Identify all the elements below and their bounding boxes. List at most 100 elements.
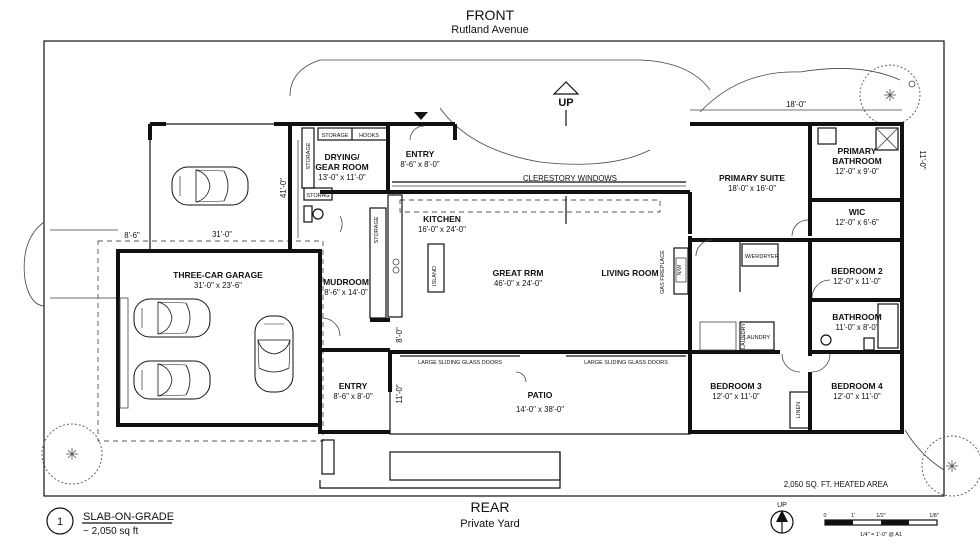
bedroom2-dims: 12'-0" x 11'-0" — [833, 277, 881, 286]
right-walk — [904, 429, 945, 471]
primary-suite-name: PRIMARY SUITE — [719, 173, 785, 183]
side-path-dim: 8'-6" — [124, 231, 140, 240]
laundry-v-label: LAUNDRY — [741, 323, 747, 350]
primary-suite-dims: 18'-0" x 16'-0" — [728, 184, 776, 193]
drying-room-dims: 13'-0" x 11'-0" — [318, 173, 366, 182]
car-icon-garage-3 — [254, 315, 294, 393]
slide-left-label: LARGE SLIDING GLASS DOORS — [418, 360, 502, 366]
left-walk-2 — [50, 229, 118, 299]
stove-icon-2 — [392, 266, 400, 274]
scale-tick-1: 1' — [851, 513, 855, 519]
shrub — [908, 80, 916, 88]
main-volume-walls — [320, 190, 692, 234]
primary-bath-dims: 12'-0" x 9'-0" — [835, 167, 879, 176]
carport-width-dim: 31'-0" — [212, 230, 232, 239]
wic-dims: 12'-0" x 6'-6" — [835, 218, 879, 227]
bed3-door-swing — [781, 353, 801, 373]
laundry-swing — [695, 239, 713, 257]
sink-icon — [312, 208, 324, 220]
car-icon-garage-2 — [133, 360, 211, 400]
street-label: Rutland Avenue — [451, 24, 528, 36]
storage-v-label: STORAGE — [306, 142, 312, 169]
living-room-name: LIVING ROOM — [601, 268, 658, 278]
entry-rear-name: ENTRY — [339, 381, 368, 391]
linen-closet — [789, 391, 811, 429]
yard-label: Private Yard — [460, 518, 520, 530]
bedroom3-name: BEDROOM 3 — [710, 381, 762, 391]
car-icon-garage-1 — [133, 298, 211, 338]
linen-label: LINEN — [796, 402, 802, 418]
entry-front-name: ENTRY — [406, 149, 435, 159]
bathroom-dims: 11'-0" x 8'-0" — [835, 323, 878, 332]
tv-label: N/W — [677, 264, 683, 276]
entry-marker — [414, 112, 428, 120]
right-lawn-curve — [699, 68, 901, 113]
drying-room-name2: GEAR ROOM — [315, 162, 368, 172]
suite-right-dim: 11'-0" — [918, 150, 927, 170]
patio-arc — [515, 371, 527, 383]
storage-shelf — [317, 127, 389, 141]
wc-bath — [863, 337, 875, 351]
carport-depth-dim: 41'-0" — [279, 178, 288, 198]
area-label: ~ 2,050 sq ft — [83, 526, 139, 537]
patio-step — [389, 451, 561, 481]
primary-bath-name2: BATHROOM — [832, 156, 881, 166]
sheet-tag-circle — [46, 507, 74, 535]
great-room-name: GREAT RRM — [493, 268, 544, 278]
property-line — [43, 40, 945, 497]
north-arrow-icon — [776, 510, 788, 522]
storage-k-label: STORAGE — [374, 216, 380, 243]
vanity-primary — [817, 127, 837, 145]
garage-slab-dashed — [97, 240, 324, 442]
washer-label: W/ER — [745, 254, 759, 260]
tree-topright — [859, 64, 921, 126]
bed2-door-swing — [811, 279, 831, 299]
kitchen-gap-dim: 8'-0" — [395, 327, 404, 343]
kitchen-dims: 16'-0" x 24'-0" — [418, 225, 466, 234]
up-arrow-icon — [552, 81, 580, 95]
storey-label: STORAG — [306, 193, 329, 199]
mudroom-name: MUDROOM — [323, 277, 369, 287]
car-icon-carport — [171, 166, 249, 206]
heated-area: 2,050 SQ. FT. HEATED AREA — [784, 480, 889, 489]
wc-icon — [303, 205, 313, 223]
entry-depth-dim: 11'-0" — [395, 384, 404, 404]
garage-door-left — [119, 297, 129, 409]
sink-bath — [820, 334, 832, 346]
dryer-label: DRYER — [759, 254, 778, 260]
carport-walls — [148, 122, 290, 140]
tub-bath — [877, 303, 899, 349]
kitchen-island — [427, 243, 445, 293]
scale-tick-2: 1/2" — [876, 513, 886, 519]
tv-niche — [675, 257, 687, 283]
entry-rear-dims: 8'-6" x 8'-0" — [333, 392, 373, 401]
slide-right-label: LARGE SLIDING GLASS DOORS — [584, 360, 668, 366]
clerestory-path — [439, 107, 651, 165]
tree-right — [921, 435, 980, 497]
primary-bath-name1: PRIMARY — [838, 146, 877, 156]
tub-primary — [875, 127, 899, 151]
garage-door-swing — [339, 215, 343, 233]
tree-left — [41, 423, 103, 485]
closet-bed3 — [699, 321, 737, 351]
rear-label: REAR — [471, 499, 510, 515]
storage-label: STORAGE — [322, 133, 349, 139]
bench-icon — [321, 439, 335, 475]
gear-room-walls — [288, 122, 457, 250]
patio-dims: 14'-0" x 38'-0" — [516, 405, 564, 414]
laundry-room — [741, 243, 779, 267]
sheet-number: 1 — [57, 516, 63, 528]
scale-bar-fill-2 — [881, 520, 909, 525]
hooks-label: HOOKS — [359, 133, 379, 139]
suite-door-swing — [791, 219, 809, 237]
clerestory-label: CLERESTORY WINDOWS — [523, 174, 617, 183]
left-walk — [23, 221, 45, 307]
bed4-door-swing — [811, 353, 831, 373]
scale-tick-0: 0 — [823, 513, 826, 519]
bedroom4-dims: 12'-0" x 11'-0" — [833, 392, 881, 401]
patio-name: PATIO — [528, 390, 553, 400]
stove-icon — [392, 258, 400, 266]
garage-dims: 31'-0" x 23'-6" — [194, 281, 242, 290]
entry-door-swing — [409, 125, 425, 141]
